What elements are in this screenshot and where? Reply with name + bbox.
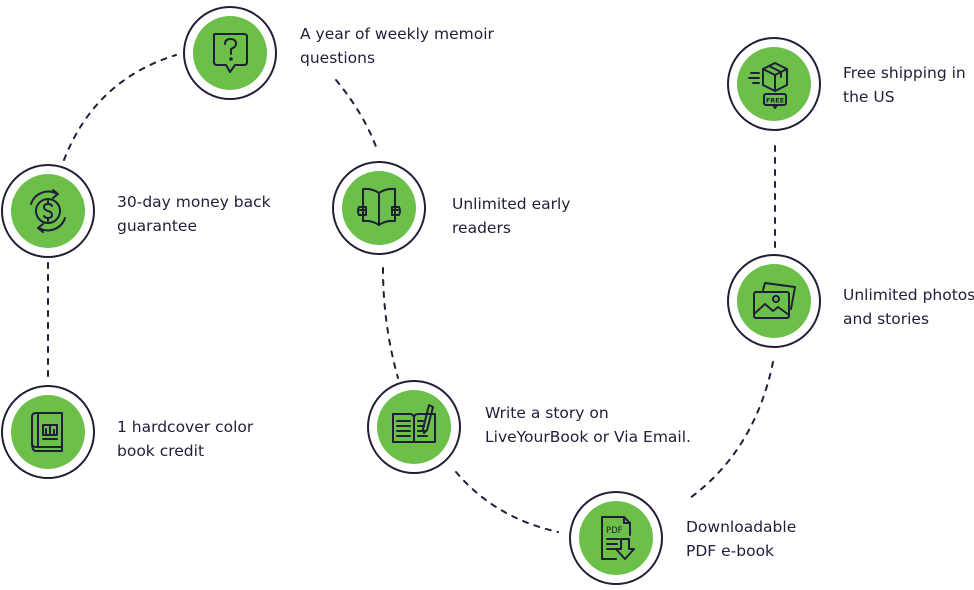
pdf-download-icon: PDF (601, 516, 635, 560)
feature-title: A year of weekly memoir (300, 25, 494, 43)
hardcover-book-icon (31, 412, 63, 452)
money-back-icon (30, 189, 66, 233)
feature-badge (1, 164, 95, 258)
feature-title: PDF e-book (686, 542, 775, 560)
feature-title: Write a story on (485, 404, 609, 422)
feature-badge: PDF (569, 491, 663, 585)
feature-title: Free shipping in (843, 64, 966, 82)
feature-title: the US (843, 88, 895, 106)
feature-title: Unlimited early (452, 195, 571, 213)
feature-title: book credit (117, 442, 205, 460)
feature-badge (727, 254, 821, 348)
feature-title: guarantee (117, 217, 198, 235)
feature-badge (332, 161, 426, 255)
reader-book-icon (357, 187, 401, 226)
free-shipping-box-icon: FREE (748, 62, 788, 109)
feature-title: 30-day money back (117, 193, 271, 211)
photos-icon (753, 282, 796, 319)
feature-title: questions (300, 49, 376, 67)
feature-title: LiveYourBook or Via Email. (485, 428, 691, 446)
feature-badge (183, 6, 277, 100)
feature-badge: FREE (727, 37, 821, 131)
pdf-icon-text: PDF (606, 526, 623, 536)
feature-title: Unlimited photos (843, 286, 974, 304)
feature-badge (1, 385, 95, 479)
notebook-pencil-icon (392, 404, 436, 443)
feature-title: 1 hardcover color (117, 418, 254, 436)
question-bubble-icon (212, 33, 248, 73)
feature-title: Downloadable (686, 518, 797, 536)
feature-title: and stories (843, 310, 930, 328)
feature-badge (367, 380, 461, 474)
feature-title: readers (452, 219, 511, 237)
free-icon-text: FREE (766, 97, 784, 105)
